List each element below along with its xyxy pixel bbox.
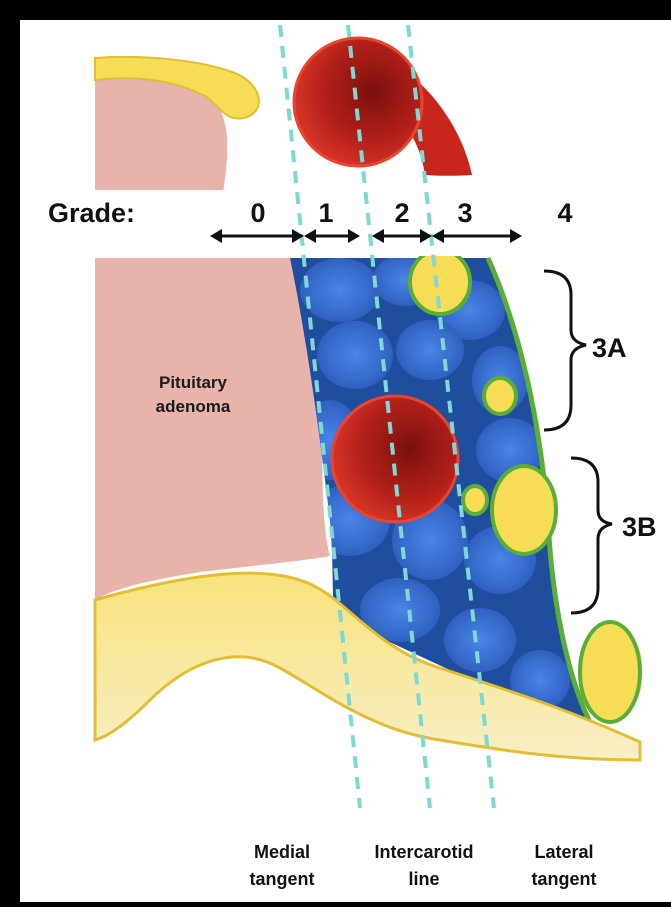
carotid-intracavernous [332, 396, 458, 522]
adenoma-label-line2: adenoma [156, 397, 231, 416]
subgrade-3a-label: 3A [592, 333, 627, 363]
grade-2: 2 [394, 198, 409, 228]
grade-label: Grade: [48, 198, 135, 228]
grade-0: 0 [250, 198, 265, 228]
fat-pad-5 [580, 622, 640, 722]
lateral-tangent-label-line1: Lateral [534, 842, 593, 862]
carotid-upper [294, 38, 422, 166]
lateral-tangent-label-line2: tangent [532, 869, 597, 889]
intercarotid-label-line2: line [408, 869, 439, 889]
medial-tangent-label-line1: Medial [254, 842, 310, 862]
fat-pad-4 [492, 466, 556, 554]
medial-tangent-label-line2: tangent [250, 869, 315, 889]
fat-pad-2 [484, 378, 516, 414]
adenoma-body [95, 258, 330, 600]
grade-3: 3 [457, 198, 472, 228]
grade-1: 1 [318, 198, 333, 228]
fat-pad-3 [463, 486, 487, 514]
adenoma-label-line1: Pituitary [159, 373, 228, 392]
grade-4: 4 [557, 198, 572, 228]
intercarotid-label-line1: Intercarotid [374, 842, 473, 862]
subgrade-3b-label: 3B [622, 512, 657, 542]
